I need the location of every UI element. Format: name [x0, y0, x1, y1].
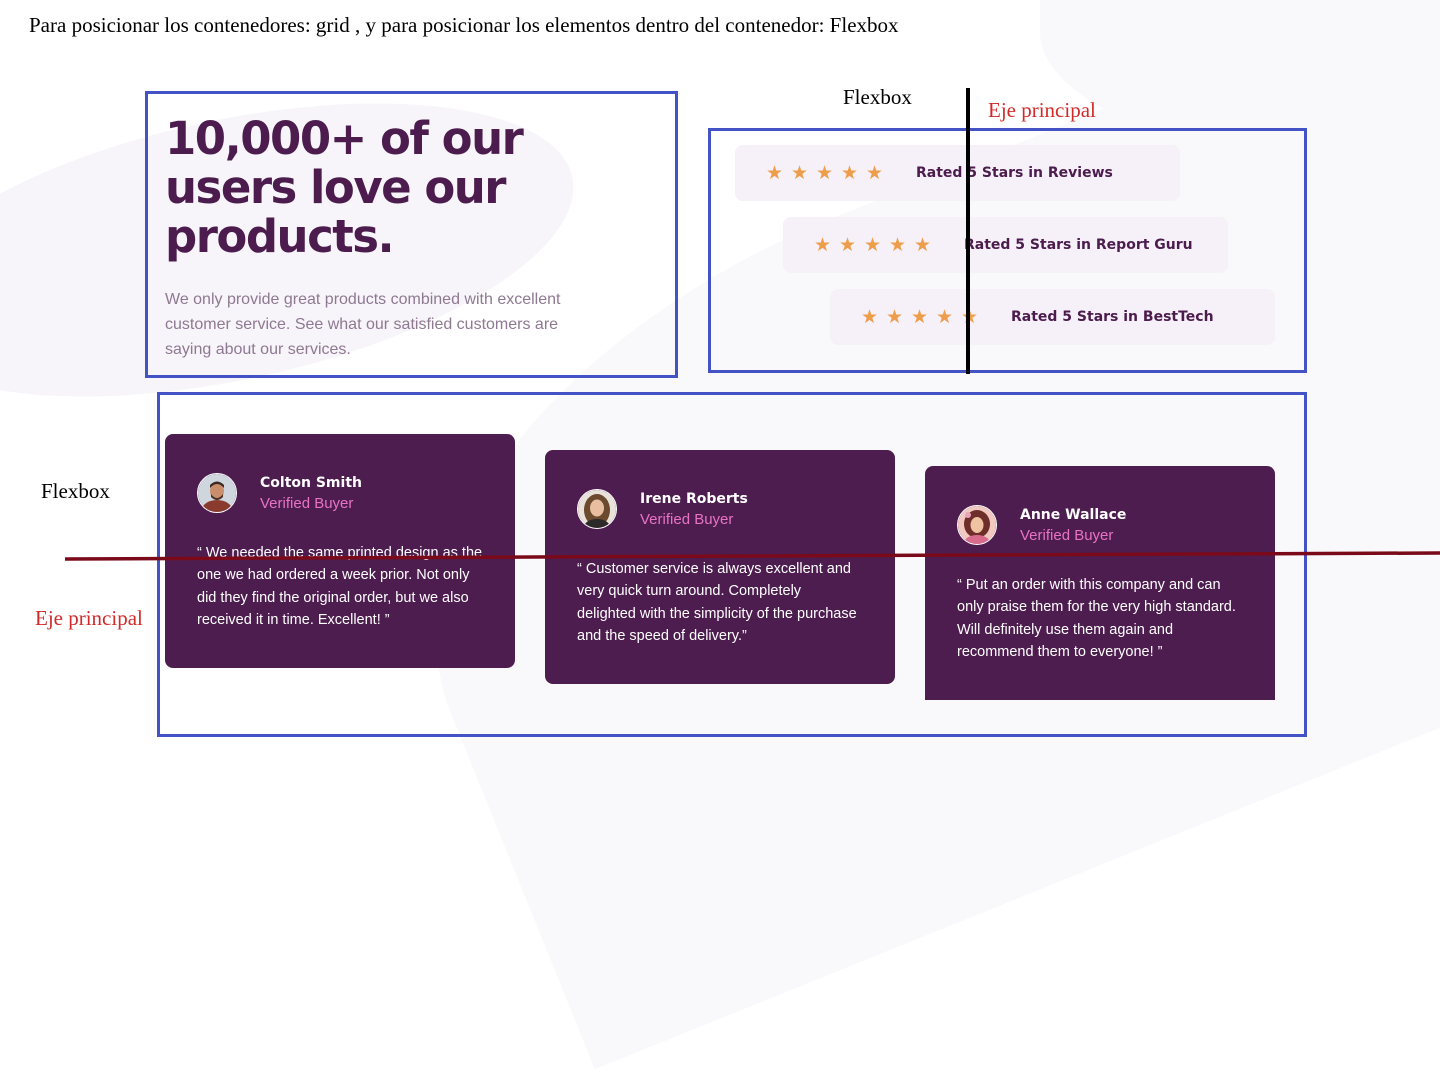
ratings-container-outline — [708, 128, 1307, 373]
testimonial-quote: “ Put an order with this company and can… — [957, 577, 1236, 660]
testimonial-quote: “ Customer service is always excellent a… — [577, 561, 857, 644]
star-icon: ★ — [839, 234, 857, 256]
star-rating: ★ ★ ★ ★ ★ — [766, 163, 916, 183]
star-icon: ★ — [961, 306, 979, 328]
star-icon: ★ — [866, 162, 884, 184]
avatar — [577, 489, 617, 529]
annotation-flexbox-ratings: Flexbox — [843, 85, 912, 109]
rating-item: ★ ★ ★ ★ ★ Rated 5 Stars in Reviews — [735, 145, 1180, 201]
reviewer-role: Verified Buyer — [260, 494, 354, 512]
rating-item: ★ ★ ★ ★ ★ Rated 5 Stars in BestTech — [830, 289, 1275, 345]
avatar — [197, 473, 237, 513]
testimonial-quote: “ We needed the same printed design as t… — [197, 545, 483, 628]
reviewer-role: Verified Buyer — [1020, 526, 1114, 544]
testimonial-card: Irene Roberts Verified Buyer “ Customer … — [545, 450, 895, 684]
star-icon: ★ — [814, 234, 832, 256]
star-icon: ★ — [914, 234, 932, 256]
avatar — [957, 505, 997, 545]
testimonial-header: Colton Smith Verified Buyer — [197, 472, 483, 514]
annotation-flexbox-cards: Flexbox — [41, 479, 110, 503]
reviewer-role: Verified Buyer — [640, 510, 734, 528]
testimonials-container-outline — [157, 392, 1307, 737]
star-icon: ★ — [841, 162, 859, 184]
star-icon: ★ — [816, 162, 834, 184]
page-title: 10,000+ of our users love our products. — [165, 112, 524, 263]
intro-container-outline — [145, 91, 678, 378]
star-icon: ★ — [766, 162, 784, 184]
star-icon: ★ — [791, 162, 809, 184]
rating-label: Rated 5 Stars in Reviews — [916, 165, 1113, 181]
star-icon: ★ — [861, 306, 879, 328]
star-icon: ★ — [936, 306, 954, 328]
testimonial-card: Colton Smith Verified Buyer “ We needed … — [165, 434, 515, 668]
reviewer-name: Irene Roberts — [640, 490, 748, 507]
star-icon: ★ — [864, 234, 882, 256]
testimonial-header: Anne Wallace Verified Buyer — [957, 504, 1243, 546]
reviewer-name: Colton Smith — [260, 474, 362, 491]
star-rating: ★ ★ ★ ★ ★ — [861, 307, 1011, 327]
rating-item: ★ ★ ★ ★ ★ Rated 5 Stars in Report Guru — [783, 217, 1228, 273]
star-icon: ★ — [911, 306, 929, 328]
testimonial-card: Anne Wallace Verified Buyer “ Put an ord… — [925, 466, 1275, 700]
star-rating: ★ ★ ★ ★ ★ — [814, 235, 964, 255]
layout-note: Para posicionar los contenedores: grid ,… — [29, 13, 899, 37]
annotation-main-axis-cards: Eje principal — [35, 606, 143, 630]
star-icon: ★ — [886, 306, 904, 328]
rating-label: Rated 5 Stars in BestTech — [1011, 309, 1214, 325]
reviewer-name: Anne Wallace — [1020, 506, 1127, 523]
testimonial-header: Irene Roberts Verified Buyer — [577, 488, 863, 530]
rating-label: Rated 5 Stars in Report Guru — [964, 237, 1193, 253]
annotation-main-axis-ratings: Eje principal — [988, 98, 1096, 122]
star-icon: ★ — [889, 234, 907, 256]
intro-description: We only provide great products combined … — [165, 291, 561, 358]
